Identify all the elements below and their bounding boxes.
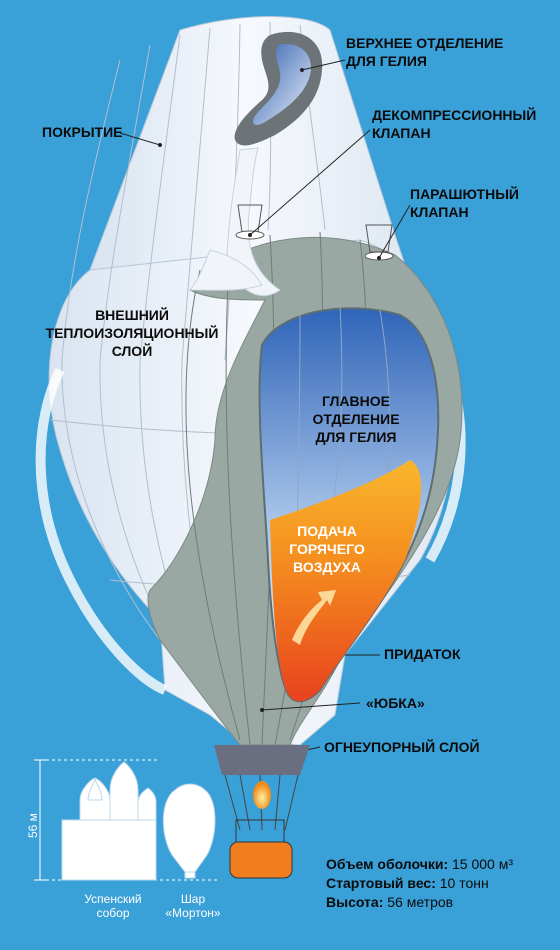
- cathedral-caption: Успенский собор: [84, 892, 142, 920]
- label-outer-insulation: ВНЕШНИЙ ТЕПЛОИЗОЛЯЦИОННЫЙ СЛОЙ: [45, 307, 219, 359]
- cathedral-silhouette: [61, 761, 157, 881]
- label-upper-helium: ВЕРХНЕЕ ОТДЕЛЕНИЕ ДЛЯ ГЕЛИЯ: [346, 35, 504, 69]
- stat-volume-value: 15 000 м³: [452, 856, 514, 872]
- stats-block: Объем оболочки: 15 000 м³ Стартовый вес:…: [326, 855, 513, 912]
- decompression-funnel: [226, 147, 281, 297]
- stat-weight-label: Стартовый вес:: [326, 875, 436, 891]
- label-parachute-valve: ПАРАШЮТНЫЙ КЛАПАН: [410, 186, 519, 220]
- label-appendix: ПРИДАТОК: [384, 646, 461, 662]
- stat-height-value: 56 метров: [387, 894, 454, 910]
- hot-air-region: [270, 460, 422, 702]
- label-fireproof-layer: ОГНЕУПОРНЫЙ СЛОЙ: [324, 739, 480, 755]
- label-decompression-valve: ДЕКОМПРЕССИОННЫЙ КЛАПАН: [372, 107, 537, 141]
- stat-height: Высота: 56 метров: [326, 893, 513, 912]
- gondola: [229, 841, 293, 879]
- hot-air-arrow: [292, 590, 336, 645]
- fireproof-band: [214, 745, 310, 775]
- stat-weight: Стартовый вес: 10 тонн: [326, 874, 513, 893]
- morton-balloon-silhouette: [162, 783, 216, 873]
- label-hot-air: ПОДАЧА ГОРЯЧЕГО ВОЗДУХА: [289, 523, 365, 575]
- label-cover: ПОКРЫТИЕ: [42, 124, 123, 140]
- stat-weight-value: 10 тонн: [439, 875, 489, 891]
- scale-height-label: 56 м: [26, 813, 40, 838]
- label-main-helium: ГЛАВНОЕ ОТДЕЛЕНИЕ ДЛЯ ГЕЛИЯ: [312, 393, 400, 445]
- stat-volume-label: Объем оболочки:: [326, 856, 449, 872]
- stat-height-label: Высота:: [326, 894, 384, 910]
- left-rib: [35, 367, 168, 695]
- stat-volume: Объем оболочки: 15 000 м³: [326, 855, 513, 874]
- burner-flame: [253, 781, 271, 809]
- morton-caption: Шар «Мортон»: [165, 892, 221, 920]
- label-skirt: «ЮБКА»: [366, 695, 425, 711]
